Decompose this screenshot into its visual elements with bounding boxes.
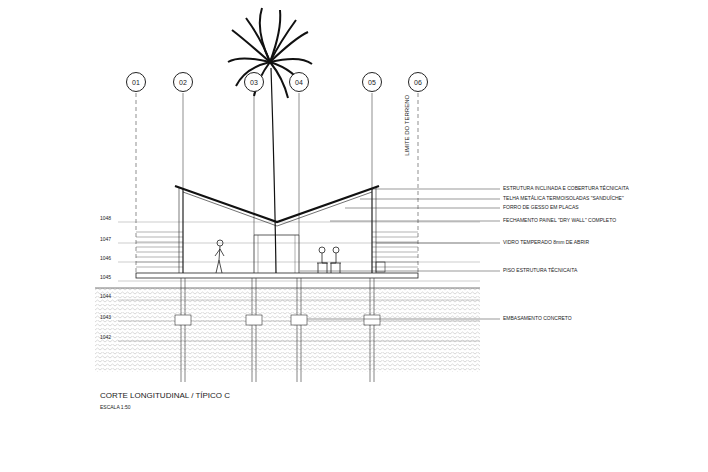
annotation: EMBASAMENTO CONCRETO — [503, 316, 572, 322]
level-number: 1042 — [100, 335, 111, 341]
walls — [179, 187, 376, 273]
grid-number: 04 — [295, 79, 303, 86]
level-number: 1043 — [100, 315, 111, 321]
annotation: TELHA METÁLICA TERMOISOLADAS "SANDUÍCHE" — [503, 196, 624, 202]
soil-hatch — [95, 288, 480, 372]
level-number: 1044 — [100, 294, 111, 300]
piles — [175, 278, 380, 382]
level-number: 1046 — [100, 256, 111, 262]
drawing-title: CORTE LONGITUDINAL / TÍPICO C — [100, 392, 230, 401]
grid-bubble: 01 — [126, 72, 146, 92]
grid-bubble: 03 — [244, 72, 264, 92]
grid-number: 05 — [368, 79, 376, 86]
boundary-label: LIMITE DO TERRENO — [404, 95, 411, 156]
grid-lines — [136, 93, 418, 275]
butterfly-roof — [175, 186, 379, 226]
grid-number: 02 — [179, 79, 187, 86]
grid-number: 06 — [414, 79, 422, 86]
grid-bubble: 04 — [289, 72, 309, 92]
grid-number: 01 — [132, 79, 140, 86]
annotation: ESTRUTURA INCLINADA E COBERTURA TÉCNICAI… — [503, 186, 629, 192]
leader-lines — [300, 189, 500, 319]
people-figures — [215, 240, 385, 273]
level-number: 1045 — [100, 275, 111, 281]
grid-bubble: 05 — [362, 72, 382, 92]
floor-slab — [136, 273, 418, 278]
level-number: 1047 — [100, 237, 111, 243]
annotation: FECHAMENTO PAINEL "DRY WALL" COMPLETO — [503, 218, 616, 224]
annotation: PISO ESTRUTURA TÉCNICAITA — [503, 268, 577, 274]
grid-bubble: 06 — [408, 72, 428, 92]
annotation: VIDRO TEMPERADO 8mm DE ABRIR — [503, 240, 589, 246]
palm-tree — [228, 8, 312, 273]
level-lines — [118, 222, 480, 341]
annotation: FORRO DE GESSO EM PLACAS — [503, 205, 579, 211]
level-number: 1048 — [100, 216, 111, 222]
grid-number: 03 — [250, 79, 258, 86]
scale-note: ESCALA 1:50 — [100, 405, 131, 411]
grid-bubble: 02 — [173, 72, 193, 92]
